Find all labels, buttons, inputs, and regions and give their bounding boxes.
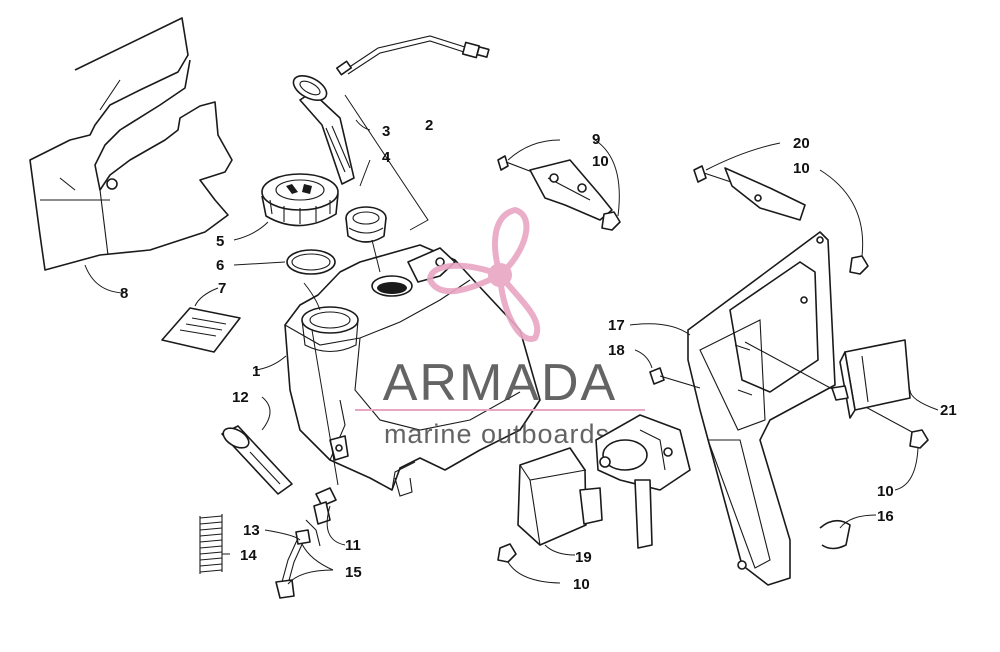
part-18-bolt xyxy=(649,341,913,433)
part-3-fuel-gauge-sender xyxy=(292,35,490,185)
part-16-clip xyxy=(819,519,851,550)
callout-10-upper-right: 10 xyxy=(793,160,810,177)
part-1-fuel-tank xyxy=(284,244,541,497)
part-8-heat-shield xyxy=(29,17,233,271)
leader-lines xyxy=(84,94,939,585)
part-11-fitting xyxy=(305,487,337,547)
watermark-brand: ARMADA xyxy=(383,354,617,412)
part-19-control-box xyxy=(517,447,603,546)
callout-4: 4 xyxy=(382,149,391,166)
callout-16: 16 xyxy=(877,508,894,525)
callout-3: 3 xyxy=(382,123,390,140)
callout-labels: 1 2 3 4 5 6 7 8 9 10 20 10 17 18 21 12 1… xyxy=(120,117,957,593)
part-13-hose xyxy=(275,529,311,599)
part-7-decal xyxy=(161,307,241,353)
callout-2: 2 xyxy=(425,117,433,134)
watermark-tagline: marine outboards xyxy=(384,419,610,449)
callout-15: 15 xyxy=(345,564,362,581)
part-10-nut-bottom xyxy=(497,543,517,563)
callout-19: 19 xyxy=(575,549,592,566)
callout-21: 21 xyxy=(940,402,957,419)
callout-8: 8 xyxy=(120,285,128,302)
part-9-bolt-bracket xyxy=(497,155,621,231)
callout-5: 5 xyxy=(216,233,224,250)
callout-6: 6 xyxy=(216,257,224,274)
part-4-filler-neck xyxy=(345,206,387,243)
callout-17: 17 xyxy=(608,317,625,334)
callout-13: 13 xyxy=(243,522,260,539)
callout-11: 11 xyxy=(345,537,361,554)
part-21-module xyxy=(831,339,911,419)
callout-10-upper-left: 10 xyxy=(592,153,609,170)
callout-9: 9 xyxy=(592,131,600,148)
callout-14: 14 xyxy=(240,547,257,564)
callout-10-right: 10 xyxy=(877,483,894,500)
part-20-bolt-strap xyxy=(693,165,869,275)
callout-12: 12 xyxy=(232,389,249,406)
callout-1: 1 xyxy=(252,363,260,380)
callout-7: 7 xyxy=(218,280,226,297)
part-14-spring xyxy=(199,514,223,574)
part-5-fuel-cap xyxy=(261,173,339,227)
part-10-nut-right xyxy=(909,429,929,449)
callout-18: 18 xyxy=(608,342,625,359)
propeller-logo-icon xyxy=(426,206,541,342)
callout-20: 20 xyxy=(793,135,810,152)
callout-10-bottom: 10 xyxy=(573,576,590,593)
watermark: ARMADA marine outboards xyxy=(355,206,645,449)
part-12-strap xyxy=(221,425,293,495)
fuel-pump-assembly xyxy=(595,414,691,549)
part-6-o-ring xyxy=(286,249,336,275)
part-17-mounting-bracket xyxy=(687,231,836,586)
